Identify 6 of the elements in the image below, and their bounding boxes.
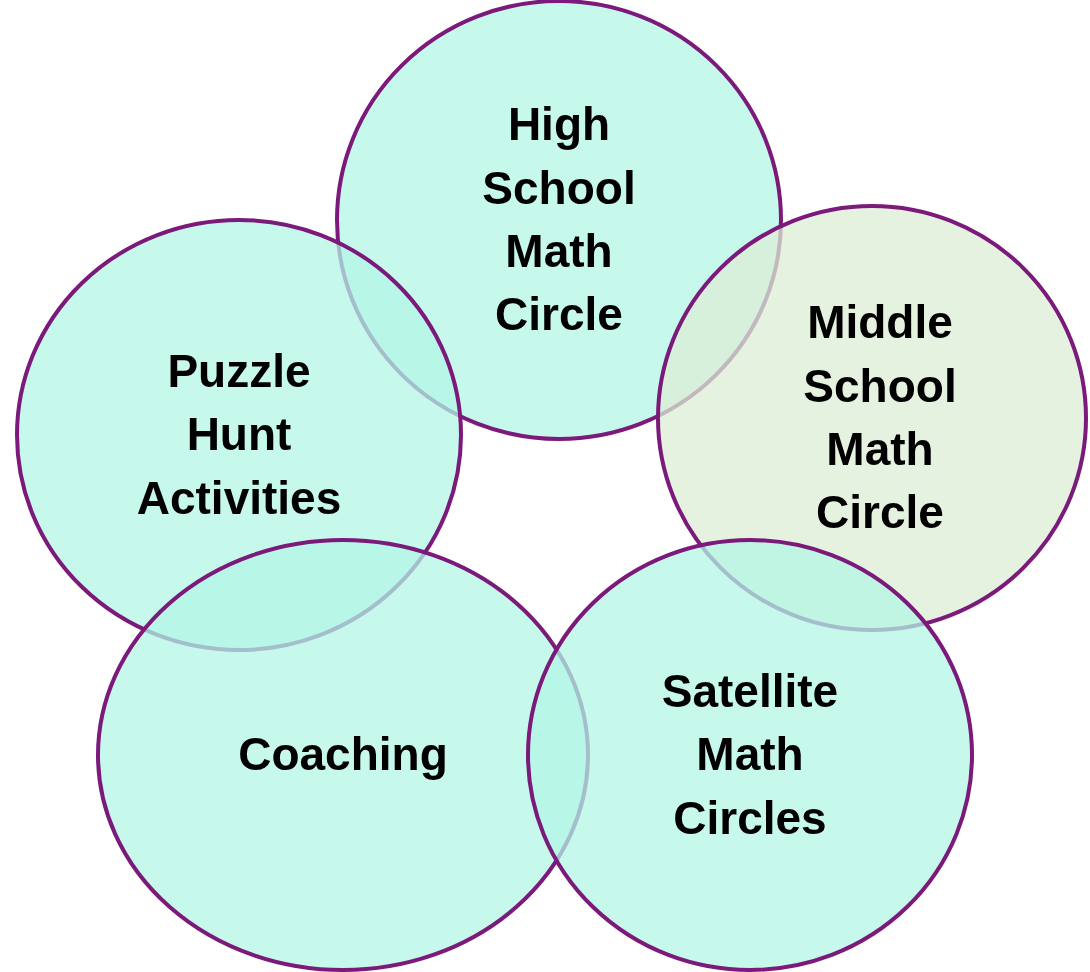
- circle-label: Satellite Math Circles: [661, 663, 839, 846]
- circle-label: Coaching: [238, 727, 448, 783]
- circle-label: Middle School Math Circle: [803, 295, 957, 541]
- venn-circle: [526, 538, 974, 972]
- circle-label: Puzzle Hunt Activities: [136, 343, 342, 526]
- circle-label: High School Math Circle: [482, 97, 636, 343]
